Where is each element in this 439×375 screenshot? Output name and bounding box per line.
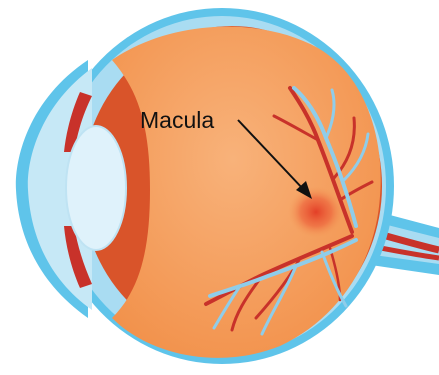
macula-label: Macula bbox=[140, 107, 214, 133]
lens bbox=[66, 126, 126, 250]
macula-spot bbox=[288, 186, 344, 238]
